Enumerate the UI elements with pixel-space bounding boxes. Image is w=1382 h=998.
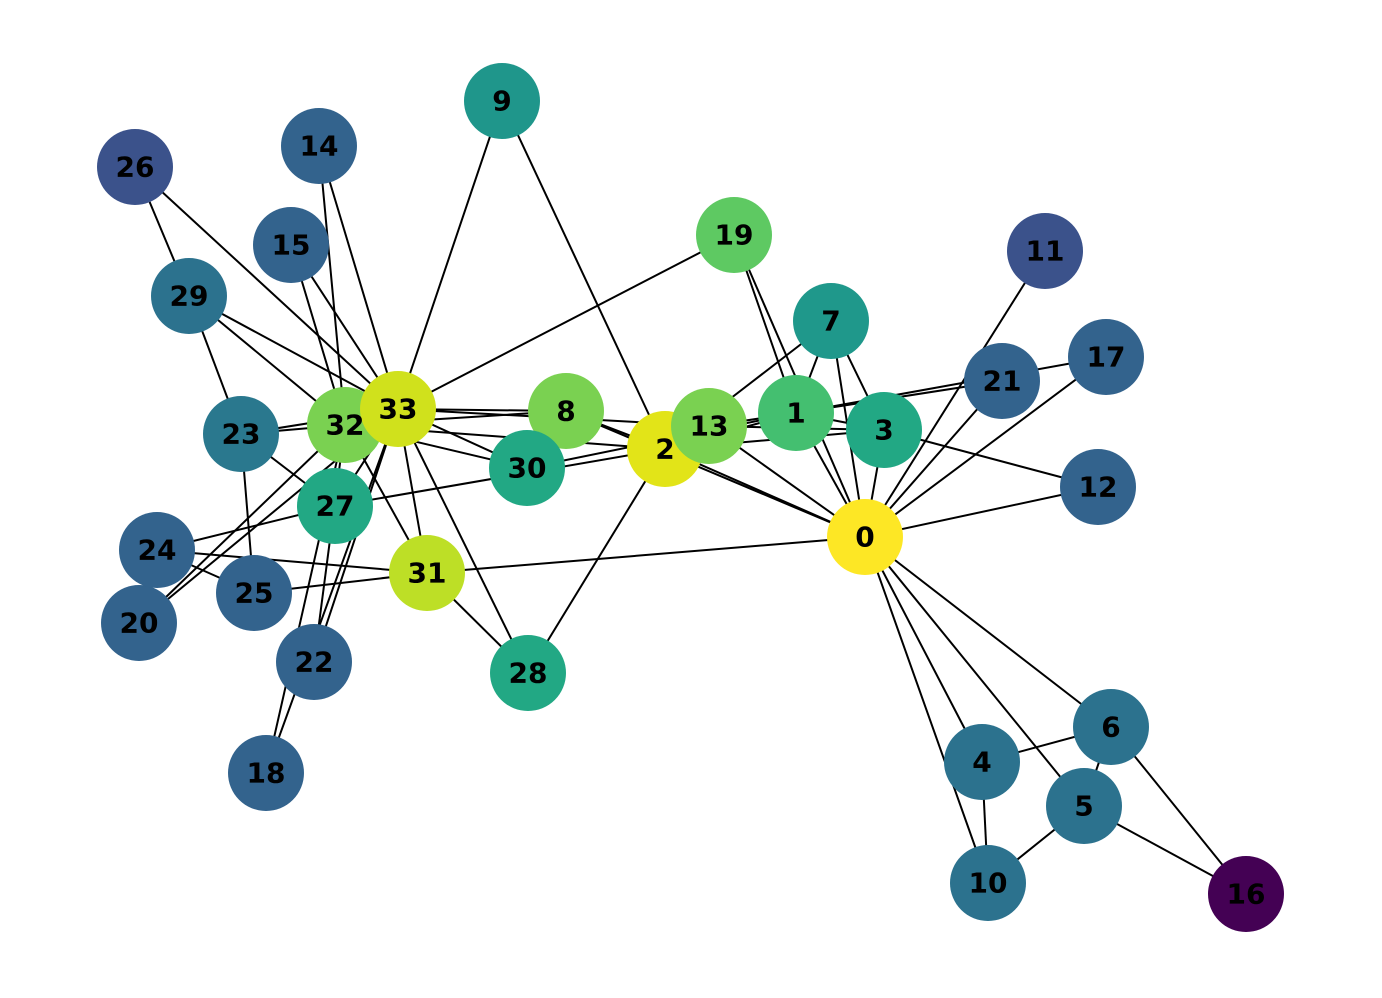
node-27 [297,468,373,544]
node-label-9: 9 [492,85,511,118]
node-24 [119,512,195,588]
edge-28-33 [397,408,529,674]
edge-0-31 [426,536,866,574]
node-label-8: 8 [556,395,575,428]
edge-0-17 [864,356,1107,538]
node-10 [950,845,1026,921]
node-label-4: 4 [972,746,991,779]
node-1 [758,375,834,451]
node-12 [1060,449,1136,525]
edge-1-17 [795,356,1107,414]
node-label-10: 10 [969,867,1008,900]
node-label-18: 18 [247,757,286,790]
node-label-30: 30 [508,452,547,485]
node-31 [389,535,465,611]
node-18 [228,735,304,811]
node-4 [944,724,1020,800]
node-15 [253,207,329,283]
edge-24-31 [156,549,428,574]
node-30 [489,430,565,506]
node-label-15: 15 [272,229,311,262]
edge-26-33 [134,166,399,410]
edge-18-33 [265,408,399,774]
node-26 [97,129,173,205]
edge-2-9 [501,100,666,450]
node-label-19: 19 [715,219,754,252]
node-29 [151,258,227,334]
node-23 [203,396,279,472]
node-20 [101,585,177,661]
node-16 [1208,856,1284,932]
edge-29-33 [188,295,399,410]
node-label-0: 0 [855,521,874,554]
node-label-21: 21 [983,365,1022,398]
nodes-layer: 0123456789101112131415161718192021222324… [97,63,1284,932]
node-label-14: 14 [300,130,339,163]
edge-0-4 [864,536,983,763]
edge-0-8 [565,410,866,538]
node-label-22: 22 [295,646,334,679]
node-25 [216,555,292,631]
node-label-28: 28 [509,657,548,690]
node-label-3: 3 [874,414,893,447]
node-7 [793,283,869,359]
node-label-16: 16 [1227,878,1266,911]
node-22 [276,624,352,700]
node-21 [964,343,1040,419]
node-19 [696,197,772,273]
node-3 [846,392,922,468]
node-label-20: 20 [120,607,159,640]
node-13 [671,388,747,464]
edge-0-5 [864,536,1085,807]
node-label-25: 25 [235,577,274,610]
node-9 [464,63,540,139]
node-33 [360,371,436,447]
edge-20-32 [138,424,346,624]
node-label-24: 24 [138,534,177,567]
edge-0-11 [864,250,1046,538]
node-label-33: 33 [379,393,418,426]
node-14 [281,108,357,184]
node-label-2: 2 [655,433,674,466]
node-label-23: 23 [222,418,261,451]
node-17 [1068,319,1144,395]
node-label-29: 29 [170,280,209,313]
edge-19-33 [397,234,735,410]
node-label-12: 12 [1079,471,1118,504]
node-11 [1007,213,1083,289]
edge-0-12 [864,486,1099,538]
node-label-11: 11 [1026,235,1065,268]
edge-14-33 [318,145,399,410]
node-label-6: 6 [1101,711,1120,744]
node-label-1: 1 [786,397,805,430]
node-label-7: 7 [821,305,840,338]
node-label-26: 26 [116,151,155,184]
node-label-31: 31 [408,557,447,590]
node-label-27: 27 [316,490,355,523]
edge-0-10 [864,536,989,884]
node-label-13: 13 [690,410,729,443]
edge-2-28 [527,448,666,674]
edge-9-33 [397,100,503,410]
node-label-17: 17 [1087,341,1126,374]
node-28 [490,635,566,711]
edge-0-6 [864,536,1112,728]
node-label-32: 32 [326,409,365,442]
node-6 [1073,689,1149,765]
node-0 [827,499,903,575]
node-8 [528,373,604,449]
node-label-5: 5 [1074,790,1093,823]
node-5 [1046,768,1122,844]
